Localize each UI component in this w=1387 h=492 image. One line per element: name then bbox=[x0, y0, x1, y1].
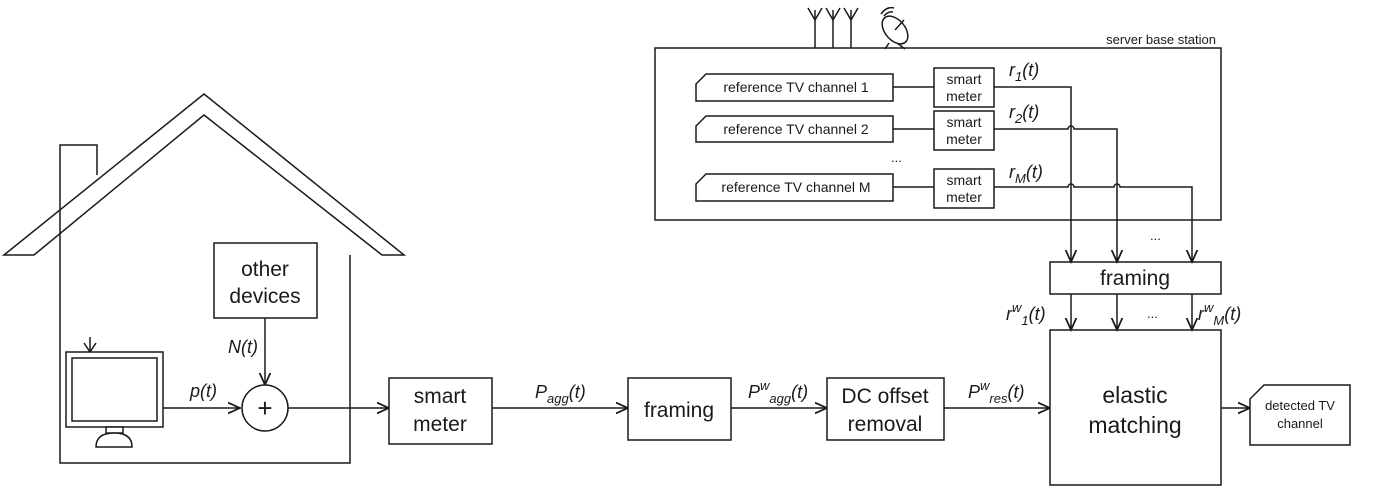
r1-sub: 1 bbox=[1015, 69, 1022, 84]
smart-meter-box bbox=[388, 377, 493, 445]
elastic-matching-label-2: matching bbox=[1088, 412, 1181, 438]
rw1-sub: 1 bbox=[1021, 313, 1028, 328]
server-ellipsis: ... bbox=[891, 150, 902, 165]
rw1-sup: w bbox=[1012, 300, 1023, 315]
pwagg-sub: agg bbox=[769, 391, 791, 406]
pagg-paren: (t) bbox=[569, 382, 586, 402]
detected-channel-box bbox=[1249, 384, 1351, 446]
smart-meter-m-box bbox=[933, 168, 995, 209]
pwres-sub: res bbox=[989, 391, 1008, 406]
antenna-icon bbox=[807, 7, 859, 48]
smart-meter-1-label-2: meter bbox=[946, 88, 982, 104]
r1-base: r bbox=[1009, 60, 1016, 80]
r1-paren: (t) bbox=[1022, 60, 1039, 80]
reference-channel-1-box bbox=[695, 73, 894, 102]
pagg-label: Pagg(t) bbox=[535, 382, 586, 406]
routing-ellipsis: ... bbox=[1150, 228, 1161, 243]
pwagg-paren: (t) bbox=[791, 382, 808, 402]
dc-offset-label-2: removal bbox=[848, 413, 923, 436]
reference-channel-m-label: reference TV channel M bbox=[721, 179, 870, 195]
rwM-sub: M bbox=[1213, 313, 1224, 328]
r2-sub: 2 bbox=[1014, 111, 1023, 126]
r2-paren: (t) bbox=[1022, 102, 1039, 122]
pwres-base: P bbox=[968, 382, 980, 402]
tv-icon bbox=[65, 337, 164, 448]
pwres-label: Pwres(t) bbox=[968, 378, 1024, 406]
reference-channel-m-box bbox=[695, 173, 894, 202]
rwM-label: rwM(t) bbox=[1198, 300, 1241, 328]
pagg-base: P bbox=[535, 382, 547, 402]
dc-offset-label-1: DC offset bbox=[841, 385, 928, 408]
r1-label: r1(t) bbox=[1009, 60, 1039, 84]
rM-paren: (t) bbox=[1026, 162, 1043, 182]
dc-offset-box bbox=[826, 377, 945, 441]
other-devices-label-2: devices bbox=[229, 285, 300, 308]
pwres-sup: w bbox=[980, 378, 991, 393]
server-base-station-label: server base station bbox=[1106, 32, 1216, 47]
rM-label: rM(t) bbox=[1009, 162, 1043, 186]
smart-meter-m-label-2: meter bbox=[946, 189, 982, 205]
smart-meter-label-2: meter bbox=[413, 413, 467, 436]
reference-channel-2-box bbox=[695, 115, 894, 143]
smart-meter-2-label-2: meter bbox=[946, 131, 982, 147]
pagg-sub: agg bbox=[547, 391, 569, 406]
noise-label: N(t) bbox=[228, 337, 258, 357]
r2-base: r bbox=[1009, 102, 1016, 122]
rw1-label: rw1(t) bbox=[1006, 300, 1046, 328]
rwM-sup: w bbox=[1204, 300, 1215, 315]
smart-meter-1-box bbox=[933, 67, 995, 108]
rM-sub: M bbox=[1015, 171, 1026, 186]
pwagg-label: Pwagg(t) bbox=[748, 378, 808, 406]
smart-meter-2-box bbox=[933, 110, 995, 151]
power-label: p(t) bbox=[189, 381, 217, 401]
rw1-paren: (t) bbox=[1029, 304, 1046, 324]
smart-meter-m-label-1: smart bbox=[947, 172, 982, 188]
reference-signal-lines bbox=[994, 86, 1192, 262]
rw1-base: r bbox=[1006, 304, 1013, 324]
reference-channel-1-label: reference TV channel 1 bbox=[723, 79, 868, 95]
house bbox=[1, 93, 407, 464]
framing-ellipsis: ... bbox=[1147, 306, 1158, 321]
rwM-paren: (t) bbox=[1224, 304, 1241, 324]
pwagg-base: P bbox=[748, 382, 760, 402]
r2-label: r2(t) bbox=[1009, 102, 1039, 126]
detected-label-1: detected TV bbox=[1265, 398, 1335, 413]
framing-box-1 bbox=[627, 377, 732, 441]
framing-label-2: framing bbox=[1100, 267, 1170, 290]
adder-symbol: + bbox=[257, 393, 272, 423]
rwM-base: r bbox=[1198, 304, 1205, 324]
smart-meter-2-label-1: smart bbox=[947, 114, 982, 130]
framing-box-2 bbox=[1049, 261, 1222, 295]
reference-channel-2-label: reference TV channel 2 bbox=[723, 121, 868, 137]
framing-to-matching-arrows bbox=[1071, 294, 1192, 330]
other-devices-label-1: other bbox=[241, 258, 289, 281]
pwres-paren: (t) bbox=[1007, 382, 1024, 402]
satellite-dish-icon bbox=[880, 6, 909, 50]
elastic-matching-label-1: elastic bbox=[1102, 382, 1167, 408]
smart-meter-label-1: smart bbox=[414, 385, 467, 408]
detected-label-2: channel bbox=[1277, 416, 1323, 431]
smart-meter-1-label-1: smart bbox=[947, 71, 982, 87]
framing-label-1: framing bbox=[644, 399, 714, 422]
pwagg-sup: w bbox=[760, 378, 771, 393]
rM-base: r bbox=[1009, 162, 1016, 182]
